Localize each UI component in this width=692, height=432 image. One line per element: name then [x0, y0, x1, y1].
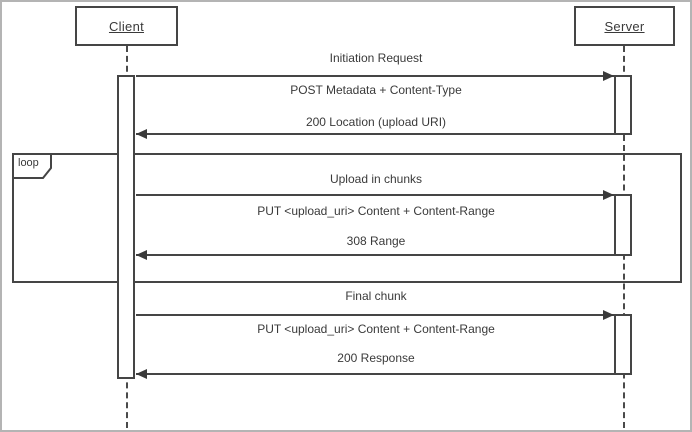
- arrowhead-right-icon: [603, 71, 614, 81]
- loop-fragment-box: [12, 153, 682, 283]
- message-line-initiation-response: [136, 133, 616, 135]
- message-label-200-response: 200 Response: [337, 351, 415, 365]
- message-label-put-chunk: PUT <upload_uri> Content + Content-Range: [257, 204, 495, 218]
- section-title-initiation: Initiation Request: [329, 51, 423, 65]
- message-line-final-request: [136, 314, 616, 316]
- message-label-put-final: PUT <upload_uri> Content + Content-Range: [257, 322, 495, 336]
- server-activation-bar-3: [614, 314, 632, 375]
- loop-pentagon-icon: [12, 153, 52, 179]
- loop-fragment-tag: loop: [12, 153, 52, 179]
- section-title-final-chunk: Final chunk: [345, 289, 407, 303]
- server-activation-bar-1: [614, 75, 632, 135]
- message-label-200-location: 200 Location (upload URI): [305, 115, 447, 129]
- server-activation-bar-2: [614, 194, 632, 256]
- message-label-308-range: 308 Range: [346, 234, 406, 248]
- actor-server-label: Server: [604, 18, 645, 34]
- message-line-chunk-response: [136, 254, 616, 256]
- arrowhead-left-icon: [136, 369, 147, 379]
- message-label-post-metadata: POST Metadata + Content-Type: [290, 83, 462, 97]
- actor-server-box: Server: [574, 6, 675, 46]
- arrowhead-left-icon: [136, 250, 147, 260]
- section-title-upload-chunks: Upload in chunks: [329, 172, 423, 186]
- actor-client-label: Client: [108, 18, 145, 34]
- arrowhead-right-icon: [603, 190, 614, 200]
- message-line-chunk-request: [136, 194, 616, 196]
- actor-client-box: Client: [75, 6, 178, 46]
- message-line-initiation-request: [136, 75, 616, 77]
- loop-fragment-label: loop: [18, 157, 39, 169]
- arrowhead-left-icon: [136, 129, 147, 139]
- client-activation-bar: [117, 75, 135, 379]
- message-line-final-response: [136, 373, 616, 375]
- arrowhead-right-icon: [603, 310, 614, 320]
